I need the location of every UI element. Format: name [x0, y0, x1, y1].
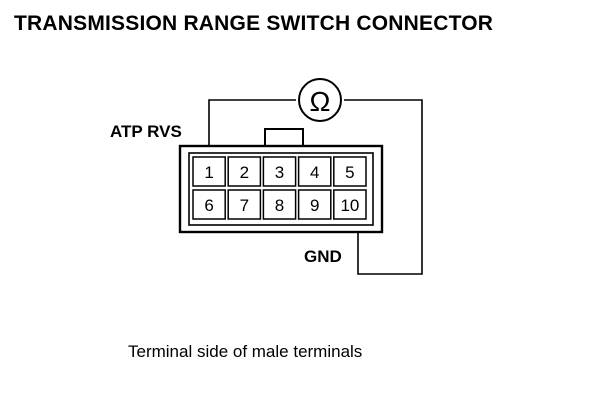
- terminal-number-8: 8: [275, 196, 284, 215]
- terminal-cavity-5: [333, 156, 367, 187]
- terminal-number-1: 1: [204, 163, 213, 182]
- terminal-number-2: 2: [240, 163, 249, 182]
- test-leads: [208, 99, 423, 275]
- terminal-number-5: 5: [345, 163, 354, 182]
- terminal-number-6: 6: [204, 196, 213, 215]
- terminal-cavity-7: [227, 189, 262, 220]
- terminal-number-7: 7: [240, 196, 249, 215]
- diagram-caption: Terminal side of male terminals: [128, 342, 363, 361]
- connector-latch: [264, 128, 304, 147]
- lead-terminal-1: [208, 99, 296, 165]
- lead-to-ground: [344, 99, 423, 275]
- terminal-cavity-1: [192, 156, 226, 187]
- terminal-cavity-10: [333, 189, 367, 220]
- terminal-cavity-4: [297, 156, 332, 187]
- terminal-number-4: 4: [310, 163, 319, 182]
- terminal-number-9: 9: [310, 196, 319, 215]
- terminal-cavity-3: [262, 156, 297, 187]
- ohm-symbol: Ω: [310, 86, 331, 117]
- label-gnd: GND: [304, 247, 342, 266]
- terminal-number-3: 3: [275, 163, 284, 182]
- ohmmeter-icon: Ω: [298, 78, 342, 122]
- terminal-number-10: 10: [340, 196, 359, 215]
- terminal-grid: 1 2 3 4 5 6 7 8 9 10: [192, 156, 367, 220]
- terminal-cavity-9: [297, 189, 332, 220]
- terminal-cavity-2: [227, 156, 262, 187]
- label-atp-rvs: ATP RVS: [110, 122, 182, 141]
- terminal-cavity-8: [262, 189, 297, 220]
- terminal-cavity-6: [192, 189, 226, 220]
- diagram-title: TRANSMISSION RANGE SWITCH CONNECTOR: [14, 12, 494, 35]
